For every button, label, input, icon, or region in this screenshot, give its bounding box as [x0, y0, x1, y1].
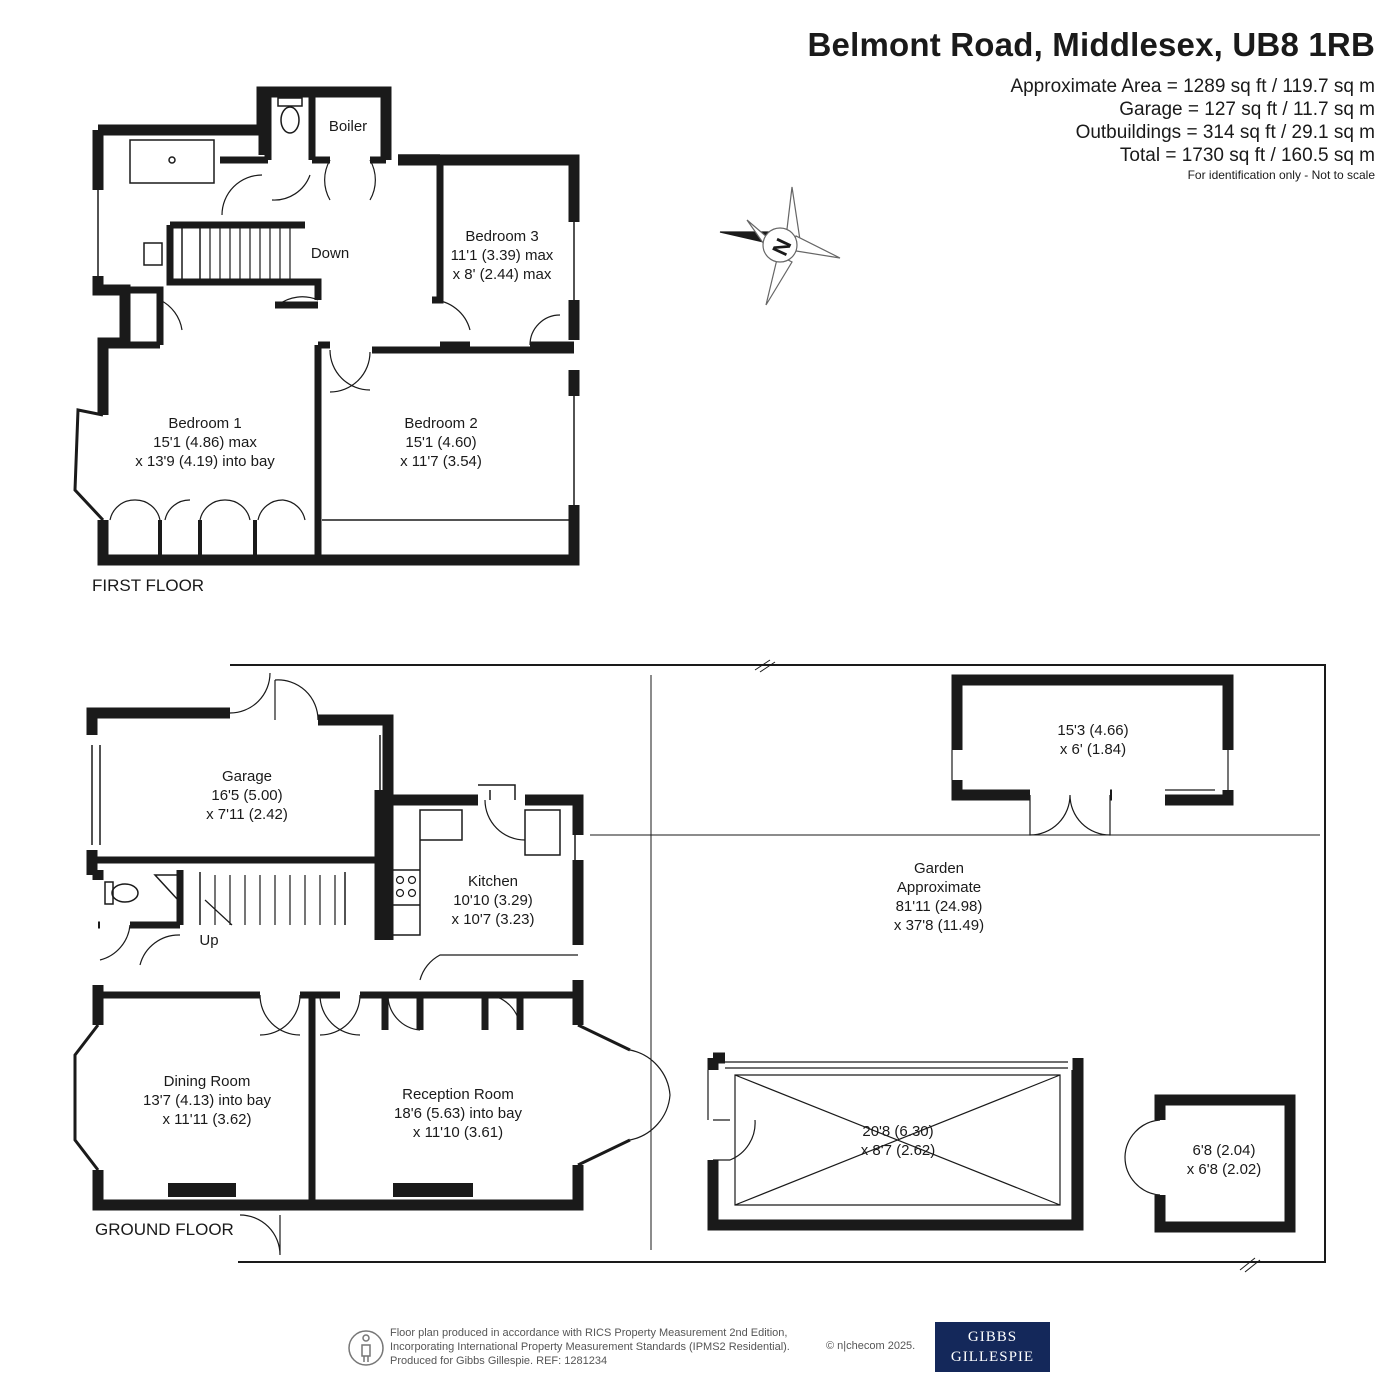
scale-note: For identification only - Not to scale — [1187, 168, 1375, 182]
reception-dim1: 18'6 (5.63) into bay — [394, 1105, 522, 1122]
ground-floor-stairs — [204, 875, 336, 926]
outbuildings-area: Outbuildings = 314 sq ft / 29.1 sq m — [1075, 122, 1375, 143]
approximate-area: Approximate Area = 1289 sq ft / 119.7 sq… — [1010, 76, 1375, 97]
agent-logo: GIBBS GILLESPIE — [935, 1322, 1050, 1372]
outbuilding3-dim2: x 6'8 (2.02) — [1187, 1161, 1262, 1178]
first-floor-plan — [73, 86, 580, 566]
down-label: Down — [311, 245, 349, 262]
boiler-label: Boiler — [329, 118, 367, 135]
bedroom3-dim2: x 8' (2.44) max — [453, 266, 552, 283]
garden-dim2: x 37'8 (11.49) — [894, 917, 984, 934]
up-label: Up — [199, 932, 218, 949]
ground-floor-outer-walls — [86, 707, 584, 1211]
ground-floor-plan — [73, 659, 1326, 1273]
footer-line2: Incorporating International Property Mea… — [390, 1341, 790, 1353]
dining-dim1: 13'7 (4.13) into bay — [143, 1092, 271, 1109]
reception-bay-window — [577, 1023, 631, 1167]
first-floor-outer-walls — [92, 86, 580, 566]
bedroom1-bay-window — [73, 408, 105, 522]
first-floor-thin-lines — [97, 139, 575, 521]
total-area: Total = 1730 sq ft / 160.5 sq m — [1119, 145, 1375, 166]
bedroom1-dim2: x 13'9 (4.19) into bay — [135, 453, 275, 470]
footer-line1: Floor plan produced in accordance with R… — [390, 1327, 788, 1339]
garden-name: Garden — [914, 860, 964, 877]
bedroom3-dim1: 11'1 (3.39) max — [451, 247, 554, 264]
footer-line3: Produced for Gibbs Gillespie. REF: 12812… — [390, 1355, 608, 1367]
garage-dim2: x 7'11 (2.42) — [206, 806, 288, 823]
outbuilding1-dim1: 15'3 (4.66) — [1057, 722, 1128, 739]
garden-boundary — [230, 664, 1326, 1263]
bedroom3-name: Bedroom 3 — [465, 228, 538, 245]
reception-name: Reception Room — [402, 1086, 514, 1103]
outbuilding1-dim2: x 6' (1.84) — [1060, 741, 1126, 758]
garden-dim0: Approximate — [897, 879, 981, 896]
first-floor-stairs — [209, 228, 291, 282]
reception-dim2: x 11'10 (3.61) — [413, 1124, 503, 1141]
garden-arrows — [590, 675, 1320, 1250]
outbuilding3-dim1: 6'8 (2.04) — [1193, 1142, 1256, 1159]
bedroom2-name: Bedroom 2 — [404, 415, 477, 432]
outbuilding2-dim2: x 8'7 (2.62) — [861, 1142, 936, 1159]
bedroom1-dim1: 15'1 (4.86) max — [153, 434, 257, 451]
dining-bay-window — [73, 1024, 100, 1171]
dining-name: Dining Room — [164, 1073, 251, 1090]
brand-line1: GIBBS — [967, 1329, 1018, 1345]
ground-floor-label: GROUND FLOOR — [95, 1220, 234, 1239]
first-floor-label: FIRST FLOOR — [92, 576, 204, 595]
compass-icon — [719, 186, 841, 306]
kitchen-dim1: 10'10 (3.29) — [453, 892, 533, 909]
ground-floor-door-swings — [99, 672, 671, 1256]
wardrobe-dividers — [158, 520, 257, 560]
person-icon — [348, 1330, 384, 1366]
garage-name: Garage — [222, 768, 272, 785]
ground-floor-thin-lines — [91, 735, 576, 945]
footer-text: Floor plan produced in accordance with R… — [390, 1326, 790, 1368]
outbuilding2-dim1: 20'8 (6.30) — [862, 1123, 933, 1140]
first-floor-door-swings — [109, 159, 561, 521]
bedroom1-name: Bedroom 1 — [168, 415, 241, 432]
bedroom2-dim2: x 11'7 (3.54) — [400, 453, 482, 470]
kitchen-dim2: x 10'7 (3.23) — [452, 911, 535, 928]
copyright: © n|checom 2025. — [826, 1340, 916, 1352]
first-floor-inner-walls — [125, 92, 574, 560]
garage-area: Garage = 127 sq ft / 11.7 sq m — [1119, 99, 1375, 120]
kitchen-name: Kitchen — [468, 873, 518, 890]
outbuilding2-walls — [707, 1052, 1084, 1231]
property-title: Belmont Road, Middlesex, UB8 1RB — [807, 26, 1375, 63]
brand-line2: GILLESPIE — [950, 1349, 1035, 1365]
bedroom2-dim1: 15'1 (4.60) — [405, 434, 476, 451]
garage-dim1: 16'5 (5.00) — [211, 787, 282, 804]
garden-dim1: 81'11 (24.98) — [896, 898, 983, 915]
outbuilding3-walls — [1154, 1094, 1296, 1233]
outbuilding1-walls — [951, 674, 1234, 806]
dining-dim2: x 11'11 (3.62) — [162, 1111, 251, 1128]
